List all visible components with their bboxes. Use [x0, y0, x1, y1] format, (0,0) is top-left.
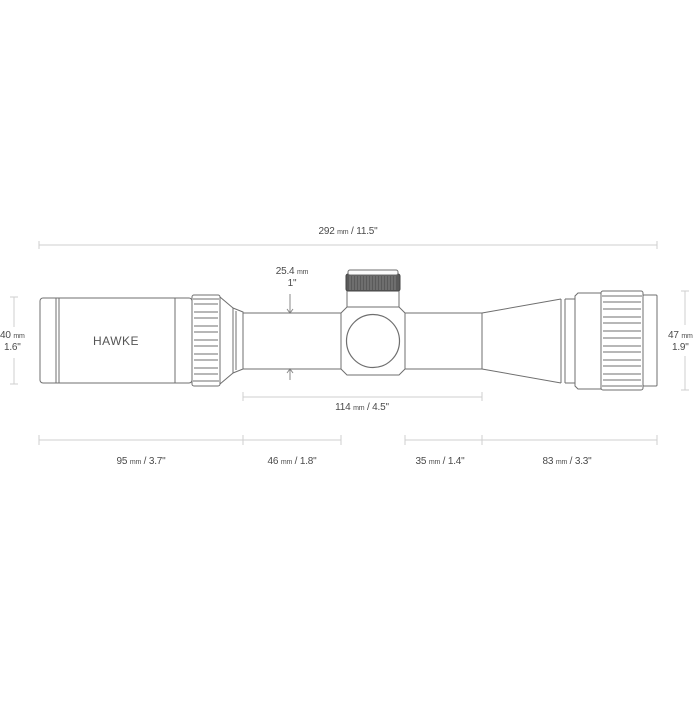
- eyepiece-diameter-label: 40 mm 1.6": [0, 330, 25, 353]
- turret-cap: [345, 269, 401, 292]
- mount-length-label: 114 mm / 4.5": [335, 402, 389, 415]
- scope-body: [39, 289, 658, 391]
- rear-tube-length-sep: /: [294, 456, 298, 467]
- objective-diameter-mm-unit: mm: [681, 333, 693, 340]
- eyepiece-length-label: 95 mm / 3.7": [116, 456, 165, 469]
- mount-length-mm: 114: [335, 402, 351, 413]
- tube-diameter-arrows: [286, 294, 294, 380]
- front-tube-length-inch: 1.4": [447, 456, 465, 467]
- overall-length-dim-line: [38, 241, 658, 249]
- front-tube-length-mm-unit: mm: [428, 459, 441, 466]
- mount-length-inch: 4.5": [372, 402, 389, 413]
- objective-diameter-inch: 1.9": [671, 342, 689, 353]
- eyepiece-focus-ring: [191, 294, 221, 387]
- mount-length-mm-unit: mm: [353, 405, 365, 412]
- objective-length-inch: 3.3": [574, 456, 592, 467]
- brand-logo: HAWKE: [93, 334, 140, 348]
- eyepiece-diameter-inch: 1.6": [3, 342, 21, 353]
- eyepiece-diameter-dim-line: [10, 296, 18, 385]
- eyepiece-length-mm-unit: mm: [129, 459, 142, 466]
- objective-length-label: 83 mm / 3.3": [542, 456, 591, 469]
- eyepiece-length-sep: /: [143, 456, 147, 467]
- mount-length-sep: /: [366, 402, 370, 413]
- rear-tube-length-inch: 1.8": [299, 456, 317, 467]
- overall-length-inch: 11.5": [356, 226, 378, 237]
- objective-diameter-label: 47 mm 1.9": [668, 330, 693, 353]
- turret-side-cap: [345, 313, 401, 369]
- eyepiece-length-inch: 3.7": [148, 456, 166, 467]
- overall-length-mm-unit: mm: [337, 229, 349, 236]
- objective-length-mm: 83: [542, 456, 554, 467]
- front-tube-length-label: 35 mm / 1.4": [415, 456, 464, 469]
- segment-dim-lines: [38, 435, 658, 445]
- objective-length-mm-unit: mm: [555, 459, 568, 466]
- tube-diameter-mm-unit: mm: [297, 269, 309, 276]
- eyepiece-diameter-mm-unit: mm: [13, 333, 25, 340]
- objective-length-sep: /: [569, 456, 573, 467]
- tube-diameter-inch: 1": [287, 278, 297, 289]
- objective-adjustment-ring: [600, 290, 644, 391]
- rear-tube-length-mm-unit: mm: [280, 459, 293, 466]
- objective-diameter-dim-line: [681, 290, 689, 391]
- eyepiece-diameter-mm: 40: [0, 330, 11, 341]
- overall-length-mm: 292: [318, 226, 335, 237]
- mount-length-dim-line: [242, 392, 483, 401]
- eyepiece-length-mm: 95: [116, 456, 128, 467]
- front-tube-length-sep: /: [442, 456, 446, 467]
- overall-length-label: 292 mm / 11.5": [318, 226, 377, 239]
- objective-diameter-mm: 47: [668, 330, 679, 341]
- objective-front-lip: [642, 294, 658, 387]
- front-tube-length-mm: 35: [415, 456, 427, 467]
- turret-stem: [346, 289, 400, 308]
- turret-saddle: [340, 306, 406, 376]
- rear-tube-length-label: 46 mm / 1.8": [267, 456, 316, 469]
- overall-length-sep: /: [351, 226, 354, 237]
- tube-diameter-label: 25.4 mm 1": [276, 266, 309, 289]
- rear-tube-length-mm: 46: [267, 456, 279, 467]
- tube-diameter-mm: 25.4: [275, 266, 295, 277]
